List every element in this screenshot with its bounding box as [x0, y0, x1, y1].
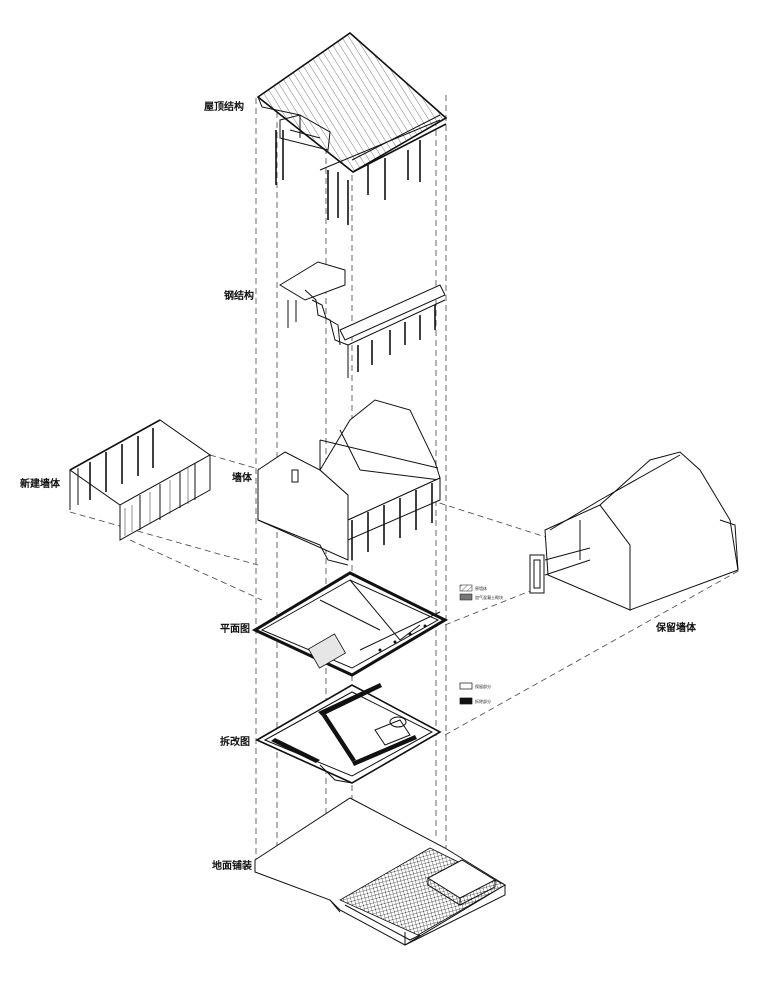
legend-demolition-item1: 保留部分 [475, 684, 491, 689]
label-new-walls: 新建墙体 [20, 479, 60, 490]
new-walls-drawing [69, 419, 211, 541]
label-demolition-plan: 拆改图 [220, 737, 250, 748]
steel-structure-drawing [279, 261, 446, 378]
legend-plan-item1: 原墙体 [475, 586, 487, 591]
demolition-legend [459, 682, 473, 705]
roof-structure-drawing [256, 31, 448, 225]
label-ground-paving: 地面铺装 [212, 861, 252, 872]
legend-demolition-item2: 拆除部分 [475, 699, 491, 704]
ground-paving-drawing [254, 797, 506, 946]
retained-walls-drawing [529, 451, 739, 611]
walls-drawing [257, 399, 441, 566]
floor-plan-legend [459, 584, 473, 601]
label-retained-walls: 保留墙体 [656, 623, 696, 634]
label-walls: 墙体 [232, 473, 252, 484]
label-floor-plan: 平面图 [220, 624, 250, 635]
legend-plan-item2: 加气混凝土砌块 [475, 595, 503, 600]
demolition-plan-drawing [255, 683, 442, 784]
label-steel-structure: 钢结构 [224, 291, 254, 302]
floor-plan-drawing [251, 571, 449, 677]
label-roof-structure: 屋顶结构 [204, 102, 244, 113]
